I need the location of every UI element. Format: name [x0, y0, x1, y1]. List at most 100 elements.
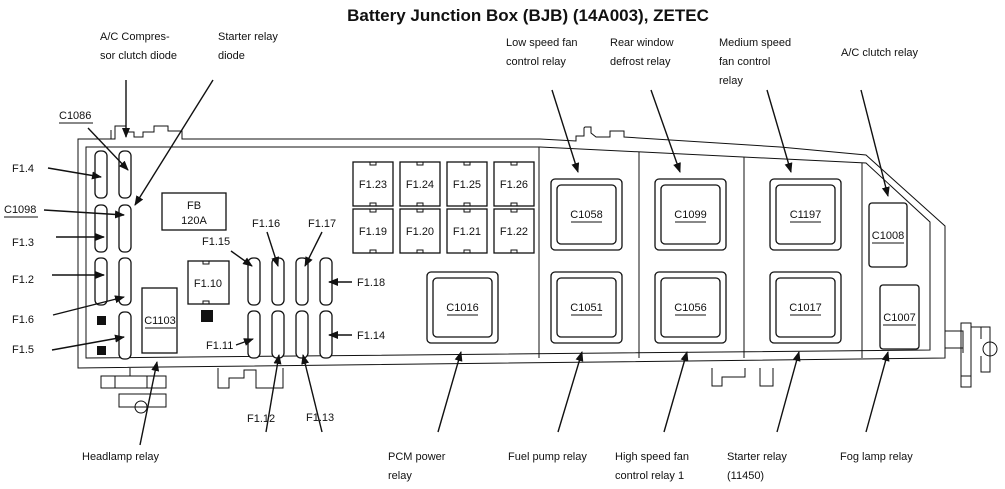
maxi-fuse-f1-25[interactable]: F1.25	[446, 161, 488, 207]
maxi-fuse-f1-22[interactable]: F1.22	[493, 208, 535, 254]
fusible-link-fb[interactable]: FB 120A	[161, 192, 227, 231]
label-f1-11: F1.11	[206, 340, 233, 352]
callout-starter-relay: Starter relay (11450)	[727, 451, 787, 482]
callout-line: Low speed fan	[506, 37, 578, 49]
relay-c1058[interactable]: C1058	[550, 178, 623, 251]
relay-label: C1197	[790, 209, 822, 221]
callout-line: PCM power	[388, 451, 446, 463]
callout-line: relay	[719, 75, 743, 87]
fuse-f1-6[interactable]	[118, 257, 132, 306]
callout-line: control relay	[506, 56, 566, 68]
maxi-fuse-label: F1.26	[500, 179, 528, 191]
relay-label: C1051	[570, 302, 602, 314]
fuse-f1-12[interactable]	[271, 310, 285, 359]
fuse-f1-17[interactable]	[295, 257, 309, 306]
callout-line: control relay 1	[615, 470, 684, 482]
marker-square	[97, 316, 106, 325]
relay-c1099[interactable]: C1099	[654, 178, 727, 251]
relay-label: C1007	[883, 312, 915, 324]
mini-fuses-left	[94, 150, 132, 360]
fuse-f1-5[interactable]	[118, 311, 132, 360]
maxi-fuse-f1-24[interactable]: F1.24	[399, 161, 441, 207]
callout-line: sor clutch diode	[100, 50, 177, 62]
callout-ac-compressor-clutch-diode: A/C Compres-sor clutch diode	[100, 31, 177, 62]
relay-c1051[interactable]: C1051	[550, 271, 623, 344]
callout-pcm-power-relay: PCM power relay	[388, 451, 446, 482]
callout-line: Fog lamp relay	[840, 451, 913, 463]
relay-c1197[interactable]: C1197	[769, 178, 842, 251]
fuse-f1-11[interactable]	[247, 310, 261, 359]
relay-label: C1099	[674, 209, 706, 221]
relay-c1008[interactable]: C1008	[868, 202, 908, 268]
relay-c1017[interactable]: C1017	[769, 271, 842, 344]
callout-line: diode	[218, 50, 245, 62]
fuse-c1086-slot[interactable]	[118, 150, 132, 199]
label-f1-17: F1.17	[308, 218, 336, 230]
callout-low-speed-fan-control-relay: Low speed fan control relay	[506, 37, 578, 68]
callout-ac-clutch-relay: A/C clutch relay	[841, 47, 919, 59]
mini-fuses-middle	[247, 257, 333, 359]
relay-label: C1008	[872, 230, 904, 242]
callout-line: A/C clutch relay	[841, 47, 919, 59]
label-c1086: C1086	[59, 110, 91, 122]
callout-line: relay	[388, 470, 412, 482]
marker-square	[97, 346, 106, 355]
callout-line: A/C Compres-	[100, 31, 170, 43]
maxi-fuse-label: F1.25	[453, 179, 481, 191]
fb-label: FB	[187, 200, 201, 212]
marker-square	[201, 310, 213, 322]
top-callouts: A/C Compres-sor clutch diode Starter rela…	[100, 31, 919, 87]
relay-label: C1058	[570, 209, 602, 221]
label-f1-15: F1.15	[202, 236, 230, 248]
fuse-f1-2[interactable]	[94, 257, 108, 306]
fuse-f1-10[interactable]: F1.10	[187, 260, 230, 322]
fuse-f1-4[interactable]	[94, 150, 108, 199]
relay-c1016[interactable]: C1016	[426, 271, 499, 344]
maxi-fuse-f1-20[interactable]: F1.20	[399, 208, 441, 254]
fb-rating: 120A	[181, 215, 207, 227]
fuse-c1098-slot[interactable]	[118, 204, 132, 253]
label-f1-16: F1.16	[252, 218, 280, 230]
fuse-f1-3[interactable]	[94, 204, 108, 253]
relay-label: C1056	[674, 302, 706, 314]
maxi-fuse-label: F1.24	[406, 179, 434, 191]
label-f1-13: F1.13	[306, 412, 334, 424]
fuse-f1-15[interactable]	[247, 257, 261, 306]
label-f1-3: F1.3	[12, 237, 34, 249]
maxi-fuse-f1-21[interactable]: F1.21	[446, 208, 488, 254]
callout-line: Starter relay	[218, 31, 278, 43]
callout-line: Starter relay	[727, 451, 787, 463]
callout-line: Fuel pump relay	[508, 451, 587, 463]
leader-lines	[43, 79, 890, 446]
label-f1-6: F1.6	[12, 314, 34, 326]
maxi-fuse-label: F1.22	[500, 226, 528, 238]
label-f1-18: F1.18	[357, 277, 385, 289]
fuse-f1-13[interactable]	[295, 310, 309, 359]
label-f1-5: F1.5	[12, 344, 34, 356]
relay-label: C1016	[446, 302, 478, 314]
callout-fog-lamp-relay: Fog lamp relay	[840, 451, 913, 463]
relay-c1056[interactable]: C1056	[654, 271, 727, 344]
connector-c1103[interactable]: C1103	[141, 287, 178, 354]
callout-starter-relay-diode: Starter relay diode	[218, 31, 278, 62]
callout-line: (11450)	[727, 470, 764, 482]
f1-10-label: F1.10	[194, 278, 222, 290]
callout-fuel-pump-relay: Fuel pump relay	[508, 451, 587, 463]
maxi-fuse-f1-26[interactable]: F1.26	[493, 161, 535, 207]
label-f1-12: F1.12	[247, 413, 275, 425]
relay-c1007[interactable]: C1007	[879, 284, 920, 350]
maxi-fuse-f1-19[interactable]: F1.19	[352, 208, 394, 254]
diagram-title: Battery Junction Box (BJB) (14A003), ZET…	[347, 6, 709, 25]
maxi-fuse-label: F1.19	[359, 226, 387, 238]
c1103-label: C1103	[144, 315, 176, 327]
maxi-fuse-label: F1.20	[406, 226, 434, 238]
label-f1-2: F1.2	[12, 274, 34, 286]
relay-label: C1017	[789, 302, 821, 314]
maxi-fuse-f1-23[interactable]: F1.23	[352, 161, 394, 207]
